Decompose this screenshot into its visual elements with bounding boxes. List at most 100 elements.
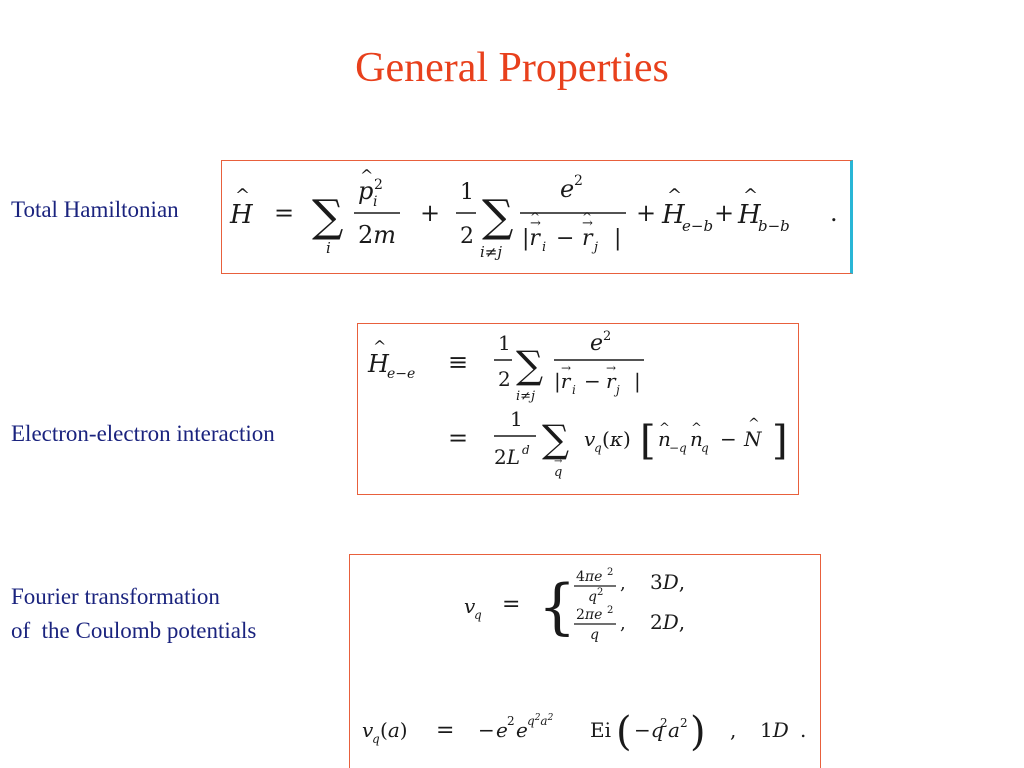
- svg-text:→: →: [561, 361, 571, 375]
- svg-text:+: +: [636, 199, 656, 227]
- svg-text:q: q: [701, 441, 709, 455]
- svg-text:2: 2: [607, 605, 613, 616]
- svg-text:=: =: [502, 592, 520, 617]
- svg-text:q: q: [372, 732, 380, 746]
- svg-text:i: i: [542, 240, 546, 255]
- svg-text:Ei: Ei: [590, 718, 611, 742]
- svg-text:2: 2: [603, 329, 611, 344]
- svg-text:.: .: [800, 718, 806, 742]
- svg-text:v: v: [584, 427, 596, 451]
- equation-box-fourier-coulomb: v q = { 4πe 2 q 2 , 3D, 2πe 2 q , 2D, v …: [349, 554, 821, 768]
- label-electron-interaction: Electron-electron interaction: [11, 421, 275, 446]
- svg-text:2L: 2L: [494, 445, 520, 469]
- svg-text:,: ,: [620, 613, 626, 634]
- svg-text:=: =: [274, 199, 294, 227]
- svg-text:H: H: [737, 200, 762, 230]
- svg-text:[: [: [640, 418, 656, 464]
- svg-text:2: 2: [607, 567, 613, 578]
- svg-text:2D,: 2D,: [650, 610, 685, 634]
- svg-text:2: 2: [460, 224, 474, 249]
- svg-text:=: =: [448, 424, 468, 452]
- svg-text:→: →: [582, 216, 593, 231]
- svg-text:1: 1: [460, 180, 474, 205]
- equation-total-hamiltonian: H ^ = ∑ i p ^ 2 i 2m + 1 2 ∑ i≠j e 2 |r: [229, 166, 838, 261]
- svg-text:(: (: [616, 709, 632, 755]
- svg-text:2m: 2m: [358, 221, 396, 249]
- svg-text:−: −: [556, 226, 574, 251]
- svg-text:2: 2: [374, 177, 383, 193]
- svg-text:−q: −q: [669, 441, 687, 455]
- svg-text:^: ^: [373, 337, 386, 356]
- svg-text:v: v: [464, 594, 476, 618]
- svg-text:(κ): (κ): [602, 427, 631, 451]
- svg-text:2: 2: [498, 367, 511, 391]
- svg-text:H: H: [661, 200, 686, 230]
- svg-text:e: e: [590, 331, 603, 356]
- svg-text:^: ^: [667, 185, 682, 206]
- svg-text:2: 2: [507, 714, 515, 728]
- svg-text:i: i: [326, 239, 331, 257]
- svg-text:q: q: [554, 465, 562, 480]
- svg-text:H: H: [229, 200, 254, 230]
- svg-text:n: n: [690, 427, 703, 451]
- svg-text:e: e: [496, 718, 508, 742]
- svg-text:3D,: 3D,: [650, 570, 685, 594]
- svg-text:+: +: [420, 199, 440, 227]
- equation-electron-interaction: H ^ e−e ≡ 1 2 ∑ i≠j e 2 |r → i − r → j |…: [367, 329, 788, 480]
- svg-text:→: →: [530, 216, 541, 231]
- svg-text:→: →: [554, 456, 563, 467]
- svg-text:2πe: 2πe: [576, 607, 602, 623]
- svg-text:n: n: [658, 427, 671, 451]
- svg-text:≡: ≡: [448, 348, 468, 376]
- svg-text:i≠j: i≠j: [480, 243, 502, 261]
- svg-text:q2a2: q2a2: [527, 713, 554, 728]
- svg-text:|r: |r: [554, 369, 572, 394]
- svg-text:∑: ∑: [482, 191, 513, 242]
- svg-text:j: j: [591, 240, 598, 255]
- svg-text:|r: |r: [522, 226, 541, 251]
- svg-text:4πe: 4πe: [576, 569, 602, 585]
- svg-text:∑: ∑: [516, 343, 543, 387]
- svg-text:=: =: [436, 718, 454, 743]
- svg-text:2: 2: [660, 716, 668, 730]
- svg-text:∑: ∑: [312, 191, 343, 242]
- svg-text:H: H: [367, 350, 390, 378]
- svg-text:1: 1: [510, 407, 523, 431]
- svg-text:e−b: e−b: [682, 217, 713, 235]
- svg-text:1: 1: [498, 331, 511, 355]
- svg-text:b−b: b−b: [758, 217, 790, 235]
- svg-text:q: q: [594, 441, 602, 455]
- svg-text:(a): (a): [380, 718, 408, 742]
- svg-text:+: +: [714, 199, 734, 227]
- svg-text:^: ^: [748, 416, 760, 432]
- svg-text:d: d: [522, 443, 530, 457]
- svg-text:q: q: [590, 627, 599, 643]
- svg-text:^: ^: [691, 421, 702, 436]
- svg-text:i: i: [373, 194, 377, 210]
- svg-text:i: i: [572, 383, 576, 397]
- svg-text:r: r: [582, 226, 594, 251]
- svg-text:−: −: [478, 718, 495, 742]
- svg-text:|: |: [614, 226, 621, 251]
- svg-text:^: ^: [360, 166, 373, 185]
- svg-text:−: −: [720, 427, 737, 451]
- svg-text:,: ,: [620, 573, 626, 594]
- svg-text:^: ^: [659, 421, 670, 436]
- svg-text:1D: 1D: [760, 718, 789, 742]
- svg-text:p: p: [358, 177, 373, 205]
- equation-fourier-coulomb: v q = { 4πe 2 q 2 , 3D, 2πe 2 q , 2D, v …: [362, 567, 806, 755]
- svg-text:e: e: [560, 175, 574, 203]
- svg-text:,: ,: [730, 718, 736, 742]
- slide-title: General Properties: [355, 45, 669, 91]
- svg-text:r: r: [606, 369, 617, 393]
- svg-text:−: −: [584, 369, 601, 393]
- svg-text:q: q: [588, 589, 597, 605]
- svg-text:]: ]: [772, 418, 788, 464]
- svg-text:N: N: [743, 427, 763, 451]
- svg-text:→: →: [606, 361, 616, 375]
- svg-text:.: .: [830, 199, 838, 227]
- svg-text:2: 2: [680, 716, 688, 730]
- svg-text:{: {: [538, 572, 576, 642]
- svg-text:|: |: [634, 369, 641, 394]
- svg-text:2: 2: [597, 587, 603, 598]
